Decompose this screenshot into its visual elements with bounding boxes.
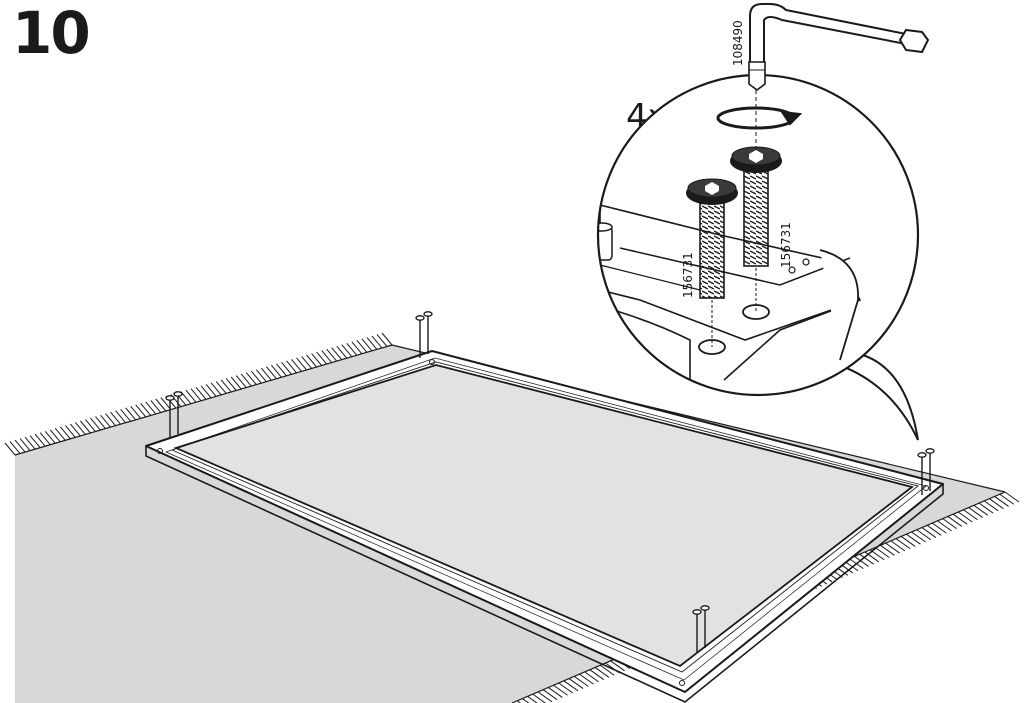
frame-inner-panel [173, 364, 915, 668]
screw-icon [686, 146, 782, 299]
screw-part-number-left: 156731 [681, 252, 695, 298]
allen-key-icon [748, 3, 930, 152]
step-number: 10 [12, 0, 91, 67]
magnifier-callout [596, 73, 920, 441]
screw-part-number-right: 156731 [779, 222, 793, 268]
table-frame [145, 350, 944, 703]
corner-screws [165, 311, 935, 652]
allen-key-part-number: 108490 [731, 20, 745, 66]
